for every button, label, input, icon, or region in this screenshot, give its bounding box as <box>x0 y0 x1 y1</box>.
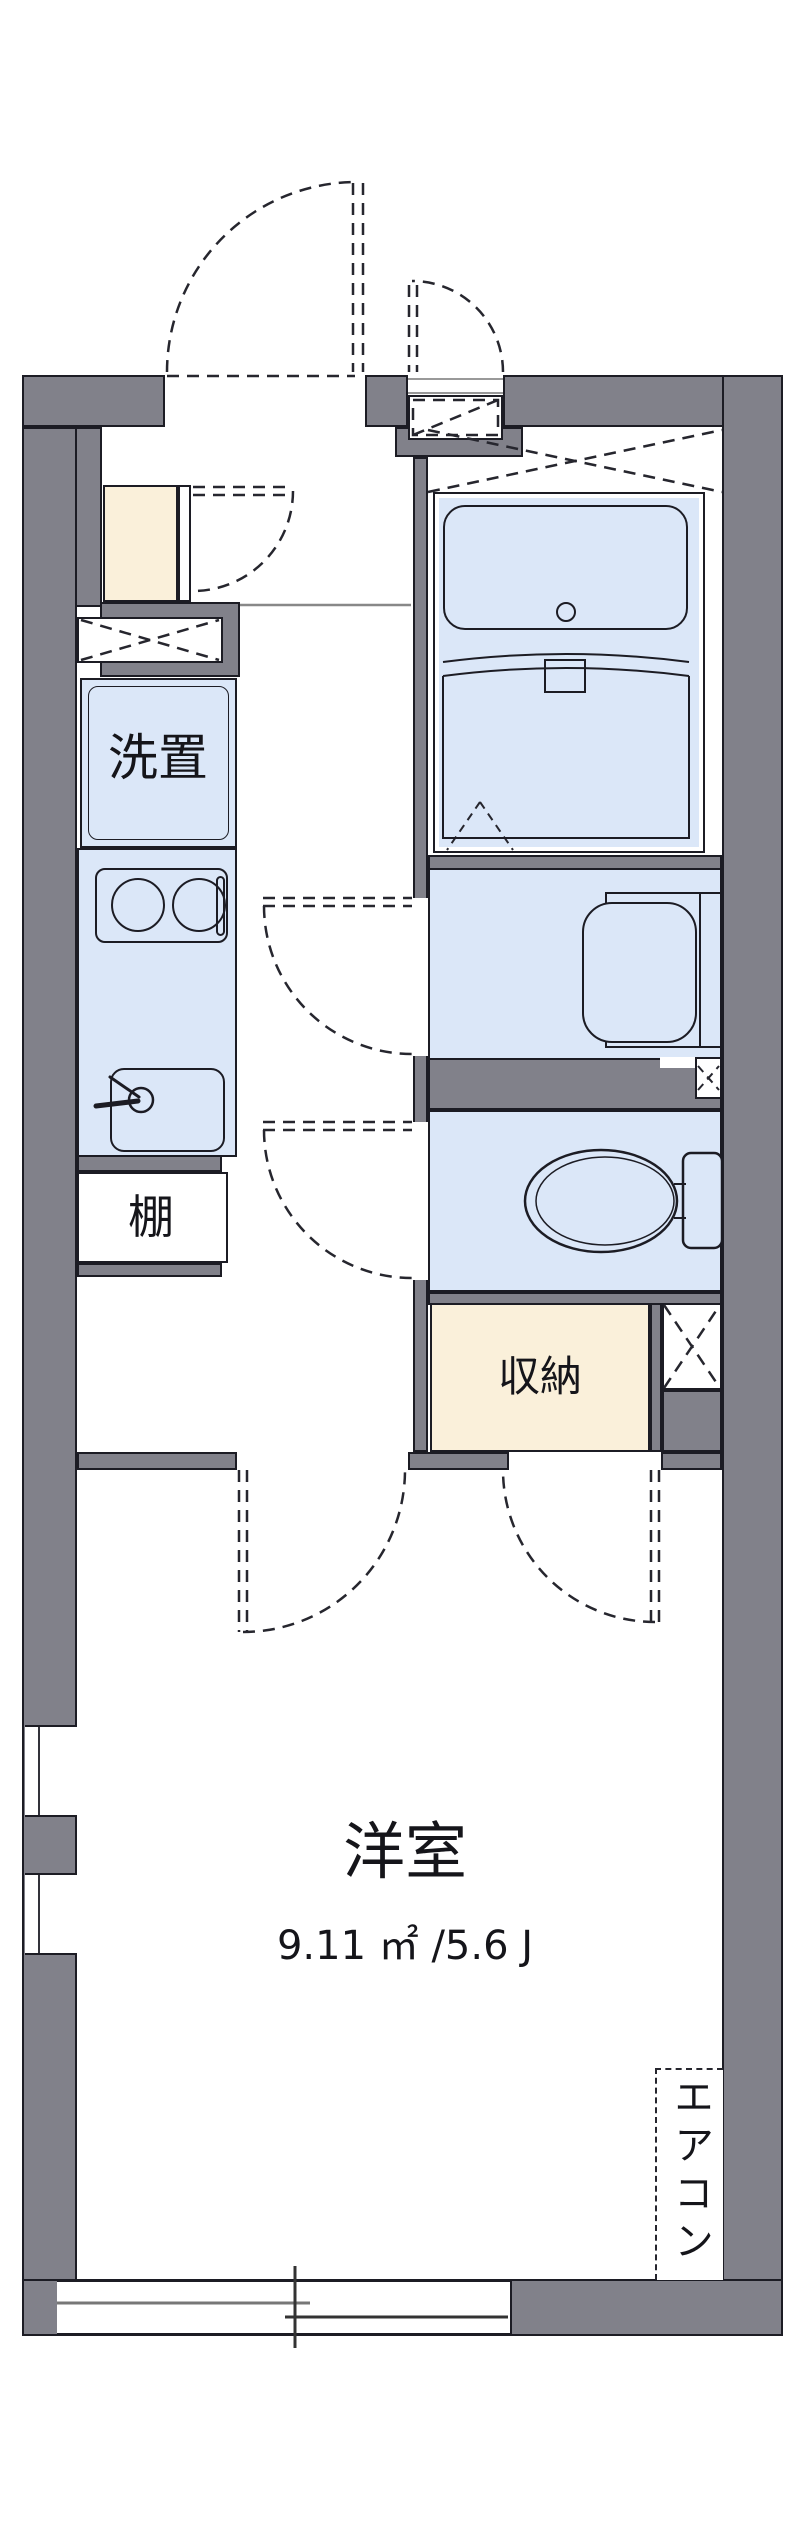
storage-hatch-box <box>662 1303 722 1390</box>
washroom-door-opening <box>411 898 430 1056</box>
wall-right <box>722 375 783 2336</box>
entry-storage-hatch <box>408 395 503 440</box>
vent-hatch-box <box>77 617 223 663</box>
wall-kitchen-shelf-band <box>77 1155 222 1172</box>
shoe-cabinet-side-band <box>178 485 191 602</box>
toilet-door-swing-arc <box>262 1129 413 1280</box>
aircon-box <box>655 2068 723 2280</box>
wall-room-right <box>661 1452 722 1470</box>
side-door-swing-arc <box>411 279 505 373</box>
washroom-vent-notch <box>660 1057 696 1068</box>
wash-basin <box>582 902 697 1043</box>
bathtub <box>443 505 688 630</box>
wall-top-left <box>22 375 165 427</box>
toilet-room <box>428 1110 722 1292</box>
wall-bottom-right <box>510 2279 783 2336</box>
wall-left-entrance-extra <box>75 427 102 607</box>
window-bottom <box>57 2279 510 2336</box>
storage-label: 収納 <box>497 1352 583 1401</box>
room-left-door-swing-arc <box>242 1469 407 1634</box>
wall-shelf-bottom-band <box>77 1263 222 1277</box>
stove-side-bar <box>216 876 225 936</box>
storage-closet <box>430 1303 650 1452</box>
aircon-label: エアコン <box>667 2076 713 2268</box>
kitchen-sink <box>110 1068 225 1152</box>
room-area-label: 9.11 ㎡ /5.6 J <box>276 1923 534 1969</box>
room-label: 洋室 <box>342 1815 468 1888</box>
wall-top-middle <box>365 375 408 427</box>
stove-unit <box>95 868 228 943</box>
stove-burner-left <box>111 878 165 932</box>
wall-room-middle <box>408 1452 509 1470</box>
washroom-door-swing-arc <box>262 905 413 1056</box>
wall-storage-right <box>650 1303 662 1452</box>
laundry-space-inner <box>88 686 229 840</box>
room-right-door-swing-arc <box>501 1469 656 1624</box>
washroom-vent-hatch <box>695 1057 722 1099</box>
stove-burner-right <box>172 878 226 932</box>
toilet-door-opening <box>411 1122 430 1280</box>
shelf-box <box>77 1172 228 1263</box>
wall-left <box>22 427 77 2336</box>
wall-room-left <box>77 1452 237 1470</box>
wall-below-storage-hatch <box>662 1390 722 1452</box>
bathtub-drain <box>556 602 576 622</box>
entry-threshold <box>408 378 503 394</box>
window-left-upper <box>25 1725 77 1817</box>
laundry-space-box <box>80 678 237 848</box>
entry-door-swing-arc <box>165 180 358 373</box>
shoe-cabinet <box>103 485 178 602</box>
window-left-lower <box>25 1873 77 1955</box>
laundry-label: 洗置 <box>108 729 208 787</box>
shelf-label: 棚 <box>128 1190 174 1244</box>
genkan-door-swing-arc <box>192 490 295 593</box>
wall-bottom-left-corner <box>22 2279 59 2336</box>
